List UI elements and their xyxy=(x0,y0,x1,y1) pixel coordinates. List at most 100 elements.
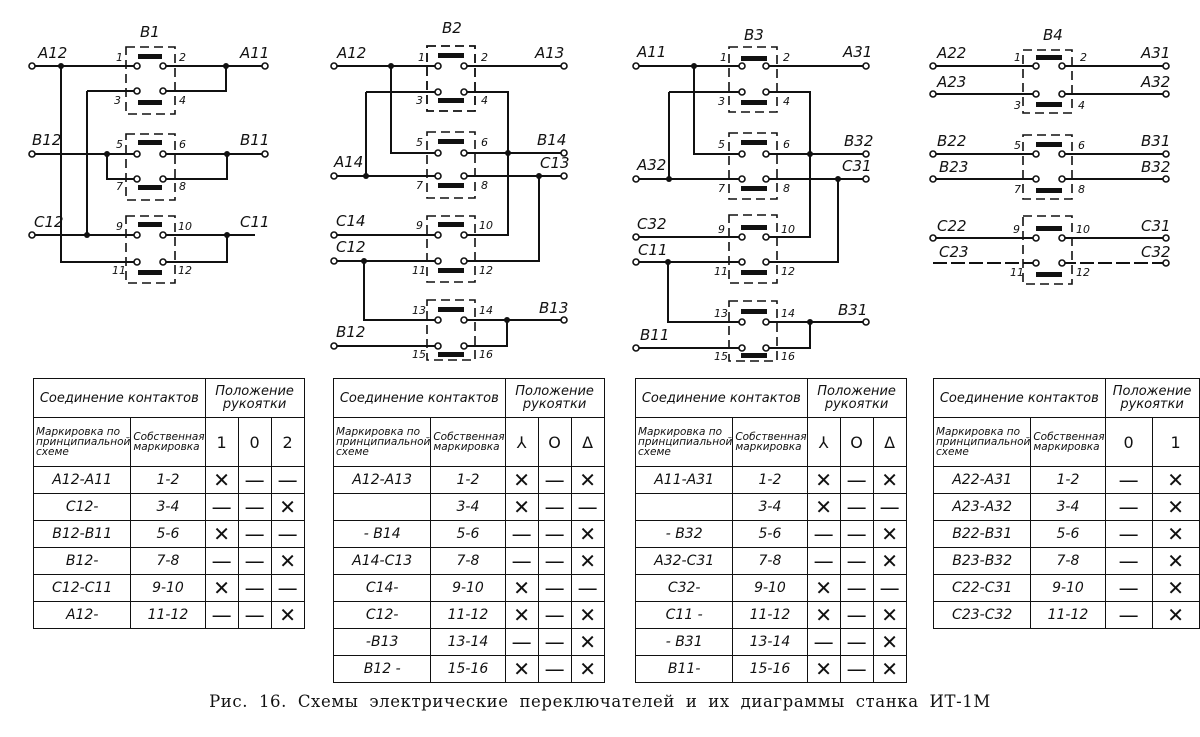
switch-b4-schematic: B4 A22 A23 B22 B23 C22 C23 A31 A32 xyxy=(929,26,1171,285)
closed-mark: ✕ xyxy=(872,601,907,629)
svg-text:9: 9 xyxy=(116,220,123,233)
closed-mark: ✕ xyxy=(1151,574,1200,602)
closed-mark: ✕ xyxy=(806,574,841,602)
connection-cell: B12- xyxy=(32,547,132,575)
open-mark: — xyxy=(537,520,572,548)
terminal-label: C14 xyxy=(336,212,366,230)
svg-text:3: 3 xyxy=(718,95,725,108)
header-handle-position: Положение рукоятки xyxy=(1104,378,1200,418)
svg-text:5: 5 xyxy=(416,136,423,149)
table-row: 3-4✕—— xyxy=(332,493,605,521)
connection-cell: -B13 xyxy=(332,628,432,656)
terminal-label: C23 xyxy=(939,243,969,261)
own-marking-cell: 9-10 xyxy=(1030,574,1106,602)
connection-cell: C12- xyxy=(32,493,132,521)
position-header: 0 xyxy=(1104,417,1153,467)
connection-cell: C22-C31 xyxy=(932,574,1032,602)
switch-title: B3 xyxy=(744,26,764,44)
open-mark: — xyxy=(537,628,572,656)
svg-text:5: 5 xyxy=(718,138,725,151)
own-marking-cell: 7-8 xyxy=(130,547,206,575)
header-handle-position: Положение рукоятки xyxy=(806,378,907,418)
open-mark: — xyxy=(839,493,874,521)
position-header: 1 xyxy=(204,417,239,467)
terminal-label: B14 xyxy=(537,131,566,149)
own-marking-cell: 11-12 xyxy=(430,601,506,629)
svg-text:4: 4 xyxy=(179,94,186,107)
table-row: B11-15-16✕—✕ xyxy=(634,655,907,683)
terminal-label: B23 xyxy=(939,158,968,176)
open-mark: — xyxy=(1104,601,1153,629)
header-connection: Соединение контактов xyxy=(33,378,206,418)
terminal-label: C31 xyxy=(1141,217,1171,235)
open-mark: — xyxy=(1104,547,1153,575)
svg-text:2: 2 xyxy=(783,51,790,64)
svg-text:14: 14 xyxy=(781,307,795,320)
header-marking-own: Собственная маркировка xyxy=(1030,417,1106,467)
open-mark: — xyxy=(806,628,841,656)
connection-cell xyxy=(634,493,734,521)
open-mark: — xyxy=(537,493,572,521)
header-connection: Соединение контактов xyxy=(933,378,1106,418)
open-mark: — xyxy=(872,493,907,521)
terminal-label: C12 xyxy=(336,238,366,256)
own-marking-cell: 9-10 xyxy=(430,574,506,602)
connection-cell: B12-B11 xyxy=(32,520,132,548)
svg-text:12: 12 xyxy=(479,264,493,277)
connection-cell: C11 - xyxy=(634,601,734,629)
contact-group-box xyxy=(125,215,176,284)
open-mark: — xyxy=(537,547,572,575)
switch-b2-schematic: B2 A12 A14 C14 C12 B1 xyxy=(330,19,570,361)
svg-text:5: 5 xyxy=(116,138,123,151)
terminal-label: C12 xyxy=(34,213,64,231)
closed-mark: ✕ xyxy=(270,493,305,521)
connection-cell: A23-A32 xyxy=(932,493,1032,521)
connection-cell: - B32 xyxy=(634,520,734,548)
svg-text:11: 11 xyxy=(112,264,126,277)
own-marking-cell: 3-4 xyxy=(732,493,808,521)
open-mark: — xyxy=(270,574,305,602)
connection-cell: A32-C31 xyxy=(634,547,734,575)
table-row: C11 -11-12✕—✕ xyxy=(634,601,907,629)
table-row: 3-4✕—— xyxy=(634,493,907,521)
closed-mark: ✕ xyxy=(1151,547,1200,575)
svg-text:11: 11 xyxy=(412,264,426,277)
own-marking-cell: 13-14 xyxy=(732,628,808,656)
svg-text:4: 4 xyxy=(1078,99,1085,112)
open-mark: — xyxy=(537,601,572,629)
terminal-label: B11 xyxy=(240,131,269,149)
own-marking-cell: 7-8 xyxy=(430,547,506,575)
svg-text:13: 13 xyxy=(412,304,426,317)
terminal-label: C13 xyxy=(540,154,570,172)
closed-mark: ✕ xyxy=(570,628,605,656)
svg-text:6: 6 xyxy=(179,138,186,151)
svg-text:1: 1 xyxy=(720,51,727,64)
svg-text:12: 12 xyxy=(178,264,192,277)
switch-title: B4 xyxy=(1043,26,1063,44)
open-mark: — xyxy=(1104,466,1153,494)
closed-mark: ✕ xyxy=(806,601,841,629)
open-mark: — xyxy=(504,628,539,656)
svg-text:3: 3 xyxy=(114,94,121,107)
header-marking-schematic: Маркировка по принципиальной схеме xyxy=(634,417,734,467)
position-header: ⅄ xyxy=(806,417,841,467)
own-marking-cell: 11-12 xyxy=(1030,601,1106,629)
own-marking-cell: 15-16 xyxy=(430,655,506,683)
own-marking-cell: 3-4 xyxy=(1030,493,1106,521)
moving-contact-bar xyxy=(138,54,162,59)
svg-text:10: 10 xyxy=(479,219,493,232)
own-marking-cell: 7-8 xyxy=(732,547,808,575)
connection-cell: A12-A13 xyxy=(332,466,432,494)
svg-text:14: 14 xyxy=(479,304,493,317)
terminal-label: C11 xyxy=(638,241,668,259)
own-marking-cell: 3-4 xyxy=(430,493,506,521)
